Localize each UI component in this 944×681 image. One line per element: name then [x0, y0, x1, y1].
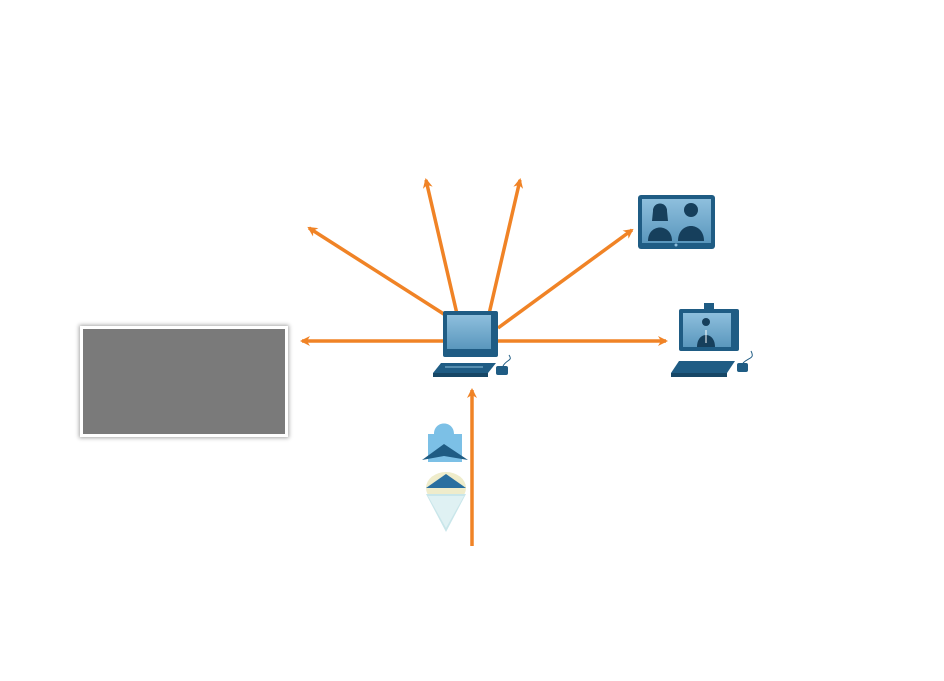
workstation-icon: [433, 311, 511, 377]
video-conference-icon: [638, 195, 715, 249]
packet-stack-icon: [422, 423, 468, 532]
arrow-up-2: [487, 178, 524, 315]
arrows: [300, 178, 668, 546]
arrow-up-left: [307, 226, 451, 320]
video-phone-workstation-icon: [671, 303, 753, 377]
arrow-up-right: [496, 228, 634, 330]
arrow-up-1: [422, 178, 459, 315]
info-panel: [80, 326, 288, 437]
